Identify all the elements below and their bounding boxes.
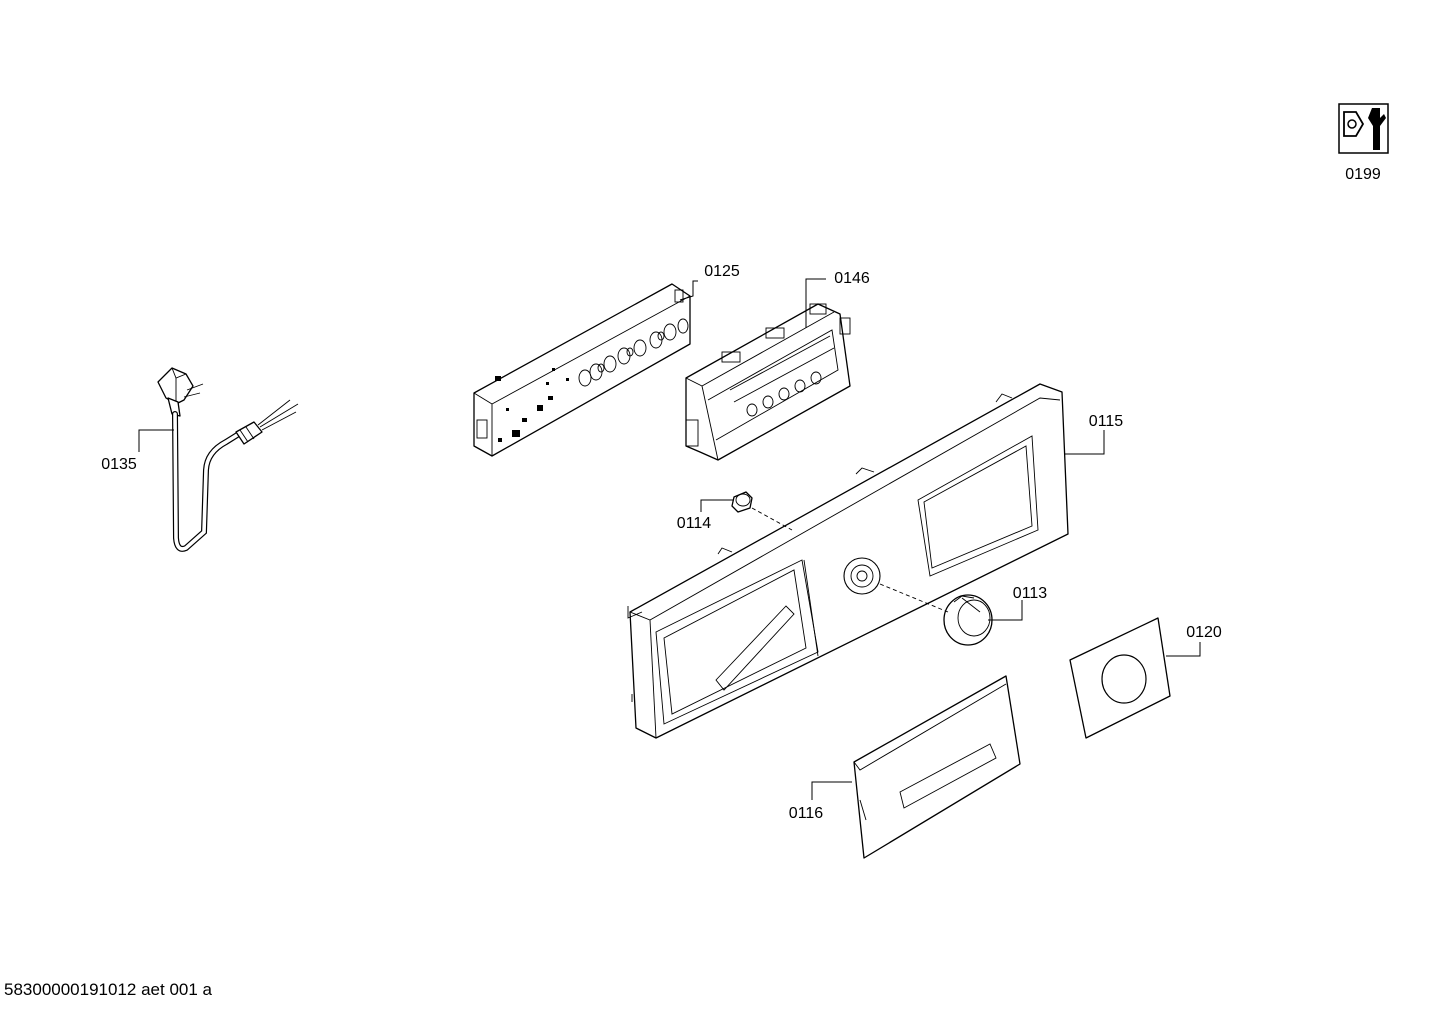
label-0116: 0116 — [789, 805, 824, 822]
label-0114: 0114 — [677, 515, 712, 532]
push-button[interactable] — [731, 491, 753, 513]
power-cord[interactable] — [157, 367, 299, 552]
label-0125: 0125 — [704, 263, 740, 280]
control-pcb[interactable] — [473, 283, 691, 457]
label-0199: 0199 — [1345, 166, 1381, 183]
label-0135: 0135 — [101, 456, 137, 473]
label-0113: 0113 — [1013, 585, 1048, 602]
control-panel-fascia[interactable] — [627, 383, 1069, 739]
document-id: 58300000191012 aet 001 a — [4, 980, 212, 999]
label-0115: 0115 — [1089, 413, 1124, 430]
program-selector-knob[interactable] — [943, 594, 993, 646]
pcb-holder-frame[interactable] — [685, 303, 851, 461]
decor-panel[interactable] — [1069, 617, 1171, 739]
label-0120: 0120 — [1186, 624, 1222, 641]
dispenser-drawer-front[interactable] — [853, 675, 1021, 859]
label-0146: 0146 — [834, 270, 870, 287]
service-wrench-icon[interactable] — [1338, 103, 1389, 154]
